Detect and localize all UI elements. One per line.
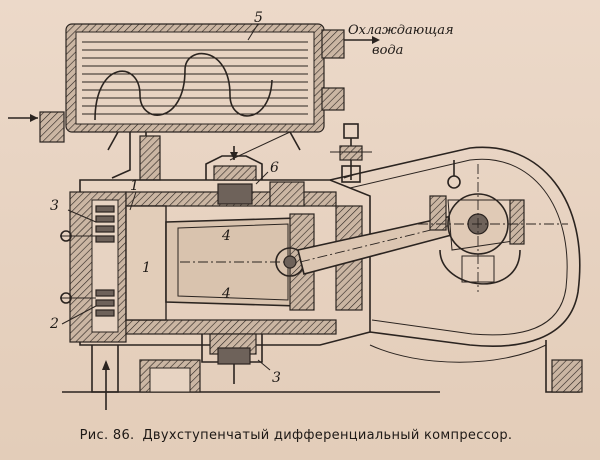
callout-3-bottom: 3 — [272, 370, 281, 386]
callout-1-top: 1 — [130, 178, 139, 194]
callout-4-bottom: 4 — [221, 286, 231, 302]
top-valve-housing — [205, 146, 305, 207]
figure-caption: Рис. 86. Двухступенчатый дифференциальный… — [0, 428, 600, 443]
caption-number: Рис. 86. — [79, 428, 135, 443]
callout-2: 2 — [49, 316, 59, 332]
discharge-pipe — [111, 132, 161, 181]
air-inlet — [91, 345, 119, 410]
bottom-valve-housing — [201, 333, 263, 384]
air-inlet-arrow — [102, 360, 110, 370]
callout-4-top: 4 — [221, 228, 231, 244]
cylinder-block — [60, 146, 440, 410]
coolant-label-line2: вода — [372, 43, 403, 58]
water-outlet-arrow — [372, 36, 380, 44]
callout-5: 5 — [254, 10, 263, 26]
pressure-valve — [330, 123, 372, 183]
callout-leaders — [61, 23, 357, 371]
crankcase — [329, 146, 583, 393]
caption-text: Двухступенчатый дифференциальный компрес… — [142, 428, 513, 443]
callout-1-chamber: 1 — [142, 260, 151, 276]
callout-6: 6 — [270, 160, 279, 176]
coolant-label-line1: Охлаждающая — [348, 23, 454, 38]
callout-3-left: 3 — [50, 198, 59, 214]
water-inlet-arrow — [30, 114, 38, 122]
left-valve-stack — [95, 205, 115, 317]
intercooler — [8, 23, 380, 161]
air-flow-path — [94, 52, 273, 121]
